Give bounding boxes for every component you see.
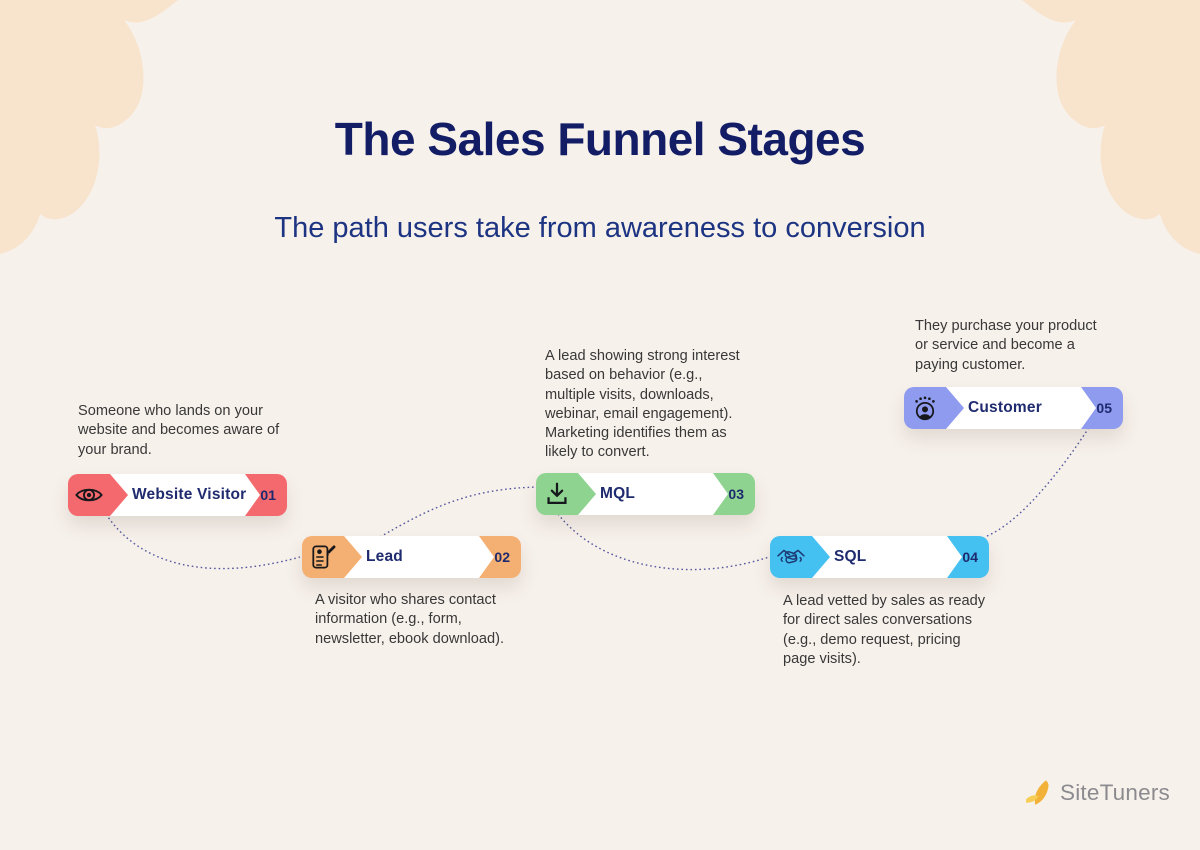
download-icon — [542, 479, 572, 509]
sitetuners-logo: SiteTuners — [1023, 778, 1170, 808]
eye-icon — [74, 480, 104, 510]
stage-banner-lead: Lead 02 — [302, 536, 521, 578]
stage-number: 03 — [728, 486, 744, 502]
stage-description-sql: A lead vetted by sales as ready for dire… — [783, 593, 986, 667]
stage-number: 02 — [494, 549, 510, 565]
stage-banner-mql: MQL 03 — [536, 473, 755, 515]
stage-number: 01 — [260, 487, 276, 503]
stage-banner-website-visitor: Website Visitor 01 — [68, 474, 287, 516]
handshake-icon — [776, 542, 806, 572]
page-title: The Sales Funnel Stages — [334, 113, 866, 165]
sitetuners-flame-icon — [1023, 778, 1053, 808]
banner-arrow-band — [812, 536, 962, 578]
brand-name: SiteTuners — [1060, 780, 1170, 805]
stage-label: MQL — [600, 485, 636, 502]
stage-label: Lead — [366, 548, 403, 565]
stage-label: Website Visitor — [132, 486, 247, 503]
page-subtitle: The path users take from awareness to co… — [274, 212, 926, 244]
banner-arrow-band — [578, 473, 728, 515]
contact-form-icon — [308, 542, 338, 572]
connector-1-2 — [105, 513, 301, 570]
stage-banner-customer: Customer 05 — [904, 387, 1123, 429]
connector-3-4 — [557, 513, 773, 571]
stage-label: SQL — [834, 548, 867, 565]
stage-description-customer: They purchase your product or service an… — [915, 318, 1097, 373]
stage-description-mql: A lead showing strong interest based on … — [545, 348, 740, 461]
connector-4-5 — [986, 428, 1089, 537]
stage-number: 05 — [1096, 400, 1112, 416]
banner-arrow-band — [110, 474, 260, 516]
stage-label: Customer — [968, 399, 1042, 416]
customer-icon — [910, 393, 940, 423]
connector-2-3 — [379, 486, 541, 538]
banner-arrow-band — [344, 536, 494, 578]
stage-description-website-visitor: Someone who lands on your website and be… — [78, 403, 280, 458]
stage-banner-sql: SQL 04 — [770, 536, 989, 578]
banner-arrow-band — [946, 387, 1096, 429]
stage-description-lead: A visitor who shares contact information… — [315, 592, 505, 647]
stage-number: 04 — [962, 549, 978, 565]
